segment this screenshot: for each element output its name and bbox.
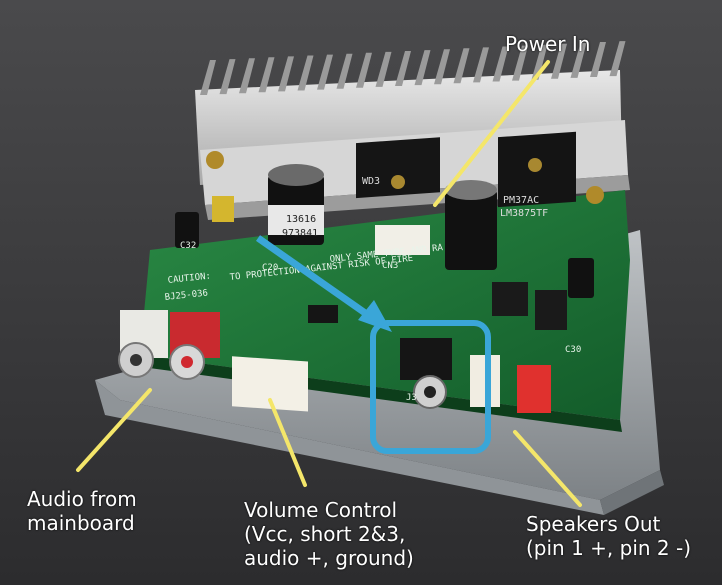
heatsink-fin — [239, 58, 255, 94]
power-ic-right — [498, 131, 576, 208]
label-volume-line-1: Volume Control — [244, 498, 398, 522]
component-print: 13616 973841 PM37AC LM3875TF WD3 — [282, 176, 548, 239]
label-audio-line-1: Audio from — [27, 487, 137, 511]
print-c30: C30 — [565, 345, 581, 355]
speaker-connector-red — [517, 365, 551, 413]
label-power-in-line-1: Power In — [505, 32, 591, 56]
capacitor-large-right — [445, 180, 497, 270]
label-speakers-out: Speakers Out (pin 1 +, pin 2 -) — [526, 512, 691, 560]
print-c32: C32 — [180, 241, 196, 251]
heatsink-fin — [590, 42, 606, 77]
label-speakers-line-2: (pin 1 +, pin 2 -) — [526, 536, 692, 560]
line-power-in — [433, 60, 550, 207]
highlight-arrow-head — [358, 300, 392, 332]
line-speakers — [513, 430, 582, 507]
heatsink-fin — [356, 52, 372, 88]
heatsink-fin — [453, 48, 470, 84]
heatsink-fin — [473, 47, 489, 83]
heatsink-fin — [492, 46, 509, 82]
capacitor-small — [175, 196, 594, 298]
heatsink-fin — [512, 45, 528, 81]
print-c20: C20 — [262, 263, 278, 273]
board-transistor-2 — [535, 290, 567, 330]
board-chip — [308, 305, 338, 323]
heatsink-fin — [317, 54, 333, 90]
volume-connector — [232, 356, 308, 412]
heatsink-fin — [531, 44, 548, 80]
capacitor-large-left — [268, 164, 324, 245]
highlight-box — [370, 320, 491, 454]
rca-jack-center — [400, 338, 452, 409]
heatsink-screws — [206, 151, 604, 204]
line-volume — [268, 398, 307, 487]
print-ic1: PM37AC — [503, 195, 539, 206]
heatsink-fin — [609, 41, 626, 77]
print-cap-text2: 973841 — [282, 228, 318, 239]
heatsink-fin — [551, 43, 567, 79]
label-volume-control: Volume Control (Vcc, short 2&3, audio +,… — [244, 498, 414, 570]
highlight-arrow-shaft — [255, 235, 381, 325]
label-speakers-line-1: Speakers Out — [526, 512, 661, 536]
power-ic-left — [356, 137, 440, 199]
line-audio — [76, 388, 152, 472]
heatsink-fin — [219, 59, 236, 95]
print-wd: WD3 — [362, 176, 380, 187]
annotation-lines — [76, 60, 582, 507]
heatsink-fin — [434, 49, 450, 85]
label-volume-line-3: audio +, ground) — [244, 546, 414, 570]
print-j3: J3 — [406, 393, 417, 403]
print-model: BJ25-036 — [164, 289, 208, 303]
rca-jack-white — [118, 310, 168, 378]
heatsink-fin — [258, 57, 275, 93]
print-cap-text: 13616 — [286, 214, 316, 225]
heatsink-fin — [278, 56, 294, 92]
label-audio-from-mainboard: Audio from mainboard — [27, 487, 137, 535]
heatsink-fin — [395, 51, 411, 86]
rca-jack-red — [169, 312, 220, 380]
print-caution: CAUTION: — [167, 272, 211, 286]
board-transistor — [492, 282, 528, 316]
print-cn3: CN3 — [382, 261, 398, 271]
power-connector — [375, 225, 430, 255]
print-ic2: LM3875TF — [500, 208, 548, 219]
label-audio-line-2: mainboard — [27, 511, 135, 535]
heatsink-fin — [200, 60, 216, 95]
heatsink-fins — [200, 41, 626, 95]
heatsink-fin — [375, 51, 392, 87]
heatsink-fin — [336, 53, 353, 89]
heatsink-fin — [570, 42, 587, 78]
heatsink-fin — [297, 55, 314, 91]
heatsink-fin — [414, 50, 431, 86]
label-volume-line-2: (Vcc, short 2&3, — [244, 522, 406, 546]
label-power-in: Power In — [505, 32, 590, 56]
